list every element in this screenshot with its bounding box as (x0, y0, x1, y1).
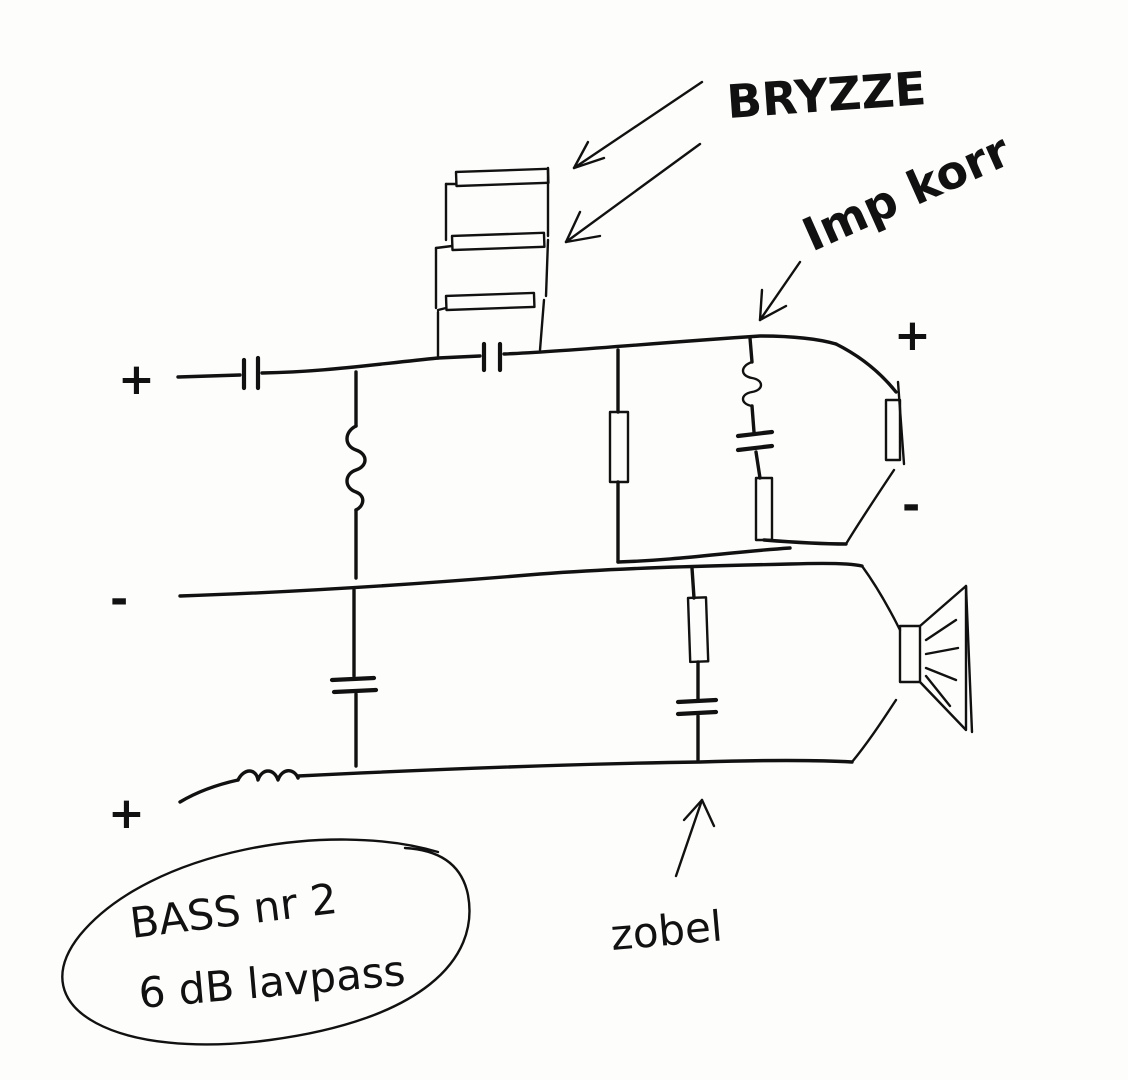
impedance-correction-network (735, 336, 848, 546)
bryzze-resistor-2 (450, 231, 546, 252)
common-minus-rail (178, 561, 902, 632)
tweeter-signal-rail (176, 334, 898, 394)
note-line-2: 6 dB lavpass (137, 946, 408, 1018)
note-line-1: BASS nr 2 (127, 874, 340, 948)
terminal-bass-input-minus: - (110, 574, 128, 625)
series-capacitor (481, 341, 503, 373)
bryzze-arrows (564, 80, 704, 244)
terminal-bass-input-plus: + (108, 788, 145, 839)
terminal-tweeter-minus: - (902, 480, 920, 531)
label-zobel: zobel (609, 901, 725, 960)
imp-capacitor (735, 429, 775, 453)
label-bryzze: BRYZZE (725, 61, 928, 129)
resistor-bank (434, 166, 550, 358)
bass-plus-rail (178, 698, 898, 804)
label-imp-korr: Imp korr (795, 123, 1019, 262)
shunt-resistor-mid (608, 348, 630, 564)
zobel-network (675, 566, 719, 762)
tweeter (844, 380, 906, 546)
terminal-tweeter-input-plus: + (118, 354, 155, 405)
shunt-inductor-left (345, 370, 367, 580)
bryzze-resistor-1 (454, 167, 550, 188)
terminal-tweeter-plus: + (894, 310, 931, 361)
imp-korr-arrow (758, 260, 802, 322)
bryzze-resistor-3 (444, 291, 536, 312)
tweeter-return-rail (616, 546, 792, 564)
note-ellipse (61, 838, 471, 1046)
woofer (898, 584, 974, 734)
input-capacitor (241, 355, 261, 391)
zobel-arrow (674, 798, 716, 878)
bass-shunt-capacitor (329, 588, 379, 768)
